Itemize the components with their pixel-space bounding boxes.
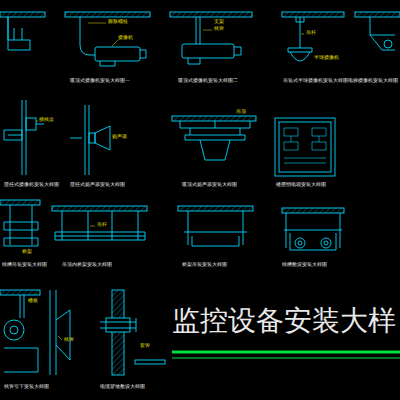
detail-caption: 吸顶式摄像机安装大样图一: [70, 78, 130, 84]
callout-text: 支架: [214, 20, 224, 25]
callout-text: 楼板: [28, 299, 38, 304]
detail-caption: 线槽敷设安装大样图: [282, 262, 327, 268]
detail-caption: 吸顶式摄像机安装大样图二: [178, 78, 238, 84]
callout-text: 半球摄像机: [314, 56, 339, 61]
detail-caption: 吊装式半球摄像机安装大样图: [283, 78, 348, 84]
callout-text: 套管: [140, 344, 150, 349]
detail-caption: 壁挂式摄像机安装大样图: [4, 182, 59, 188]
detail-caption: 电缆穿墙敷设大样图: [100, 384, 145, 390]
detail-caption: 吸顶式扬声器安装大样图: [182, 182, 237, 188]
callout-text: 线管: [214, 27, 224, 32]
callout-text: 吊杆: [306, 31, 316, 36]
callout-text: 摄像机: [118, 36, 133, 41]
detail-caption: 吊顶内桥架安装大样图: [62, 262, 112, 268]
detail-caption: 电梯摄像机安装大样图: [348, 78, 398, 84]
sheet-title: 监控设备安装大样: [172, 306, 396, 337]
detail-caption: 线槽吊装安装大样图: [2, 262, 47, 268]
callout-text: 线管: [64, 338, 74, 343]
detail-caption: 桥架吊装安装大样图: [182, 262, 227, 268]
callout-text: 桥架: [22, 250, 32, 255]
callout-text: 吊顶: [236, 110, 246, 115]
detail-caption: 壁挂式扬声器安装大样图: [70, 182, 125, 188]
detail-caption: 楼层弱电箱安装大样图: [276, 182, 326, 188]
detail-caption: 线管引下安装大样图: [4, 384, 49, 390]
callout-text: 吊杆: [97, 223, 107, 228]
callout-text: 扬声器: [112, 135, 127, 140]
callout-text: 接线盒: [39, 118, 54, 123]
callout-text: 膨胀螺栓: [108, 20, 128, 25]
